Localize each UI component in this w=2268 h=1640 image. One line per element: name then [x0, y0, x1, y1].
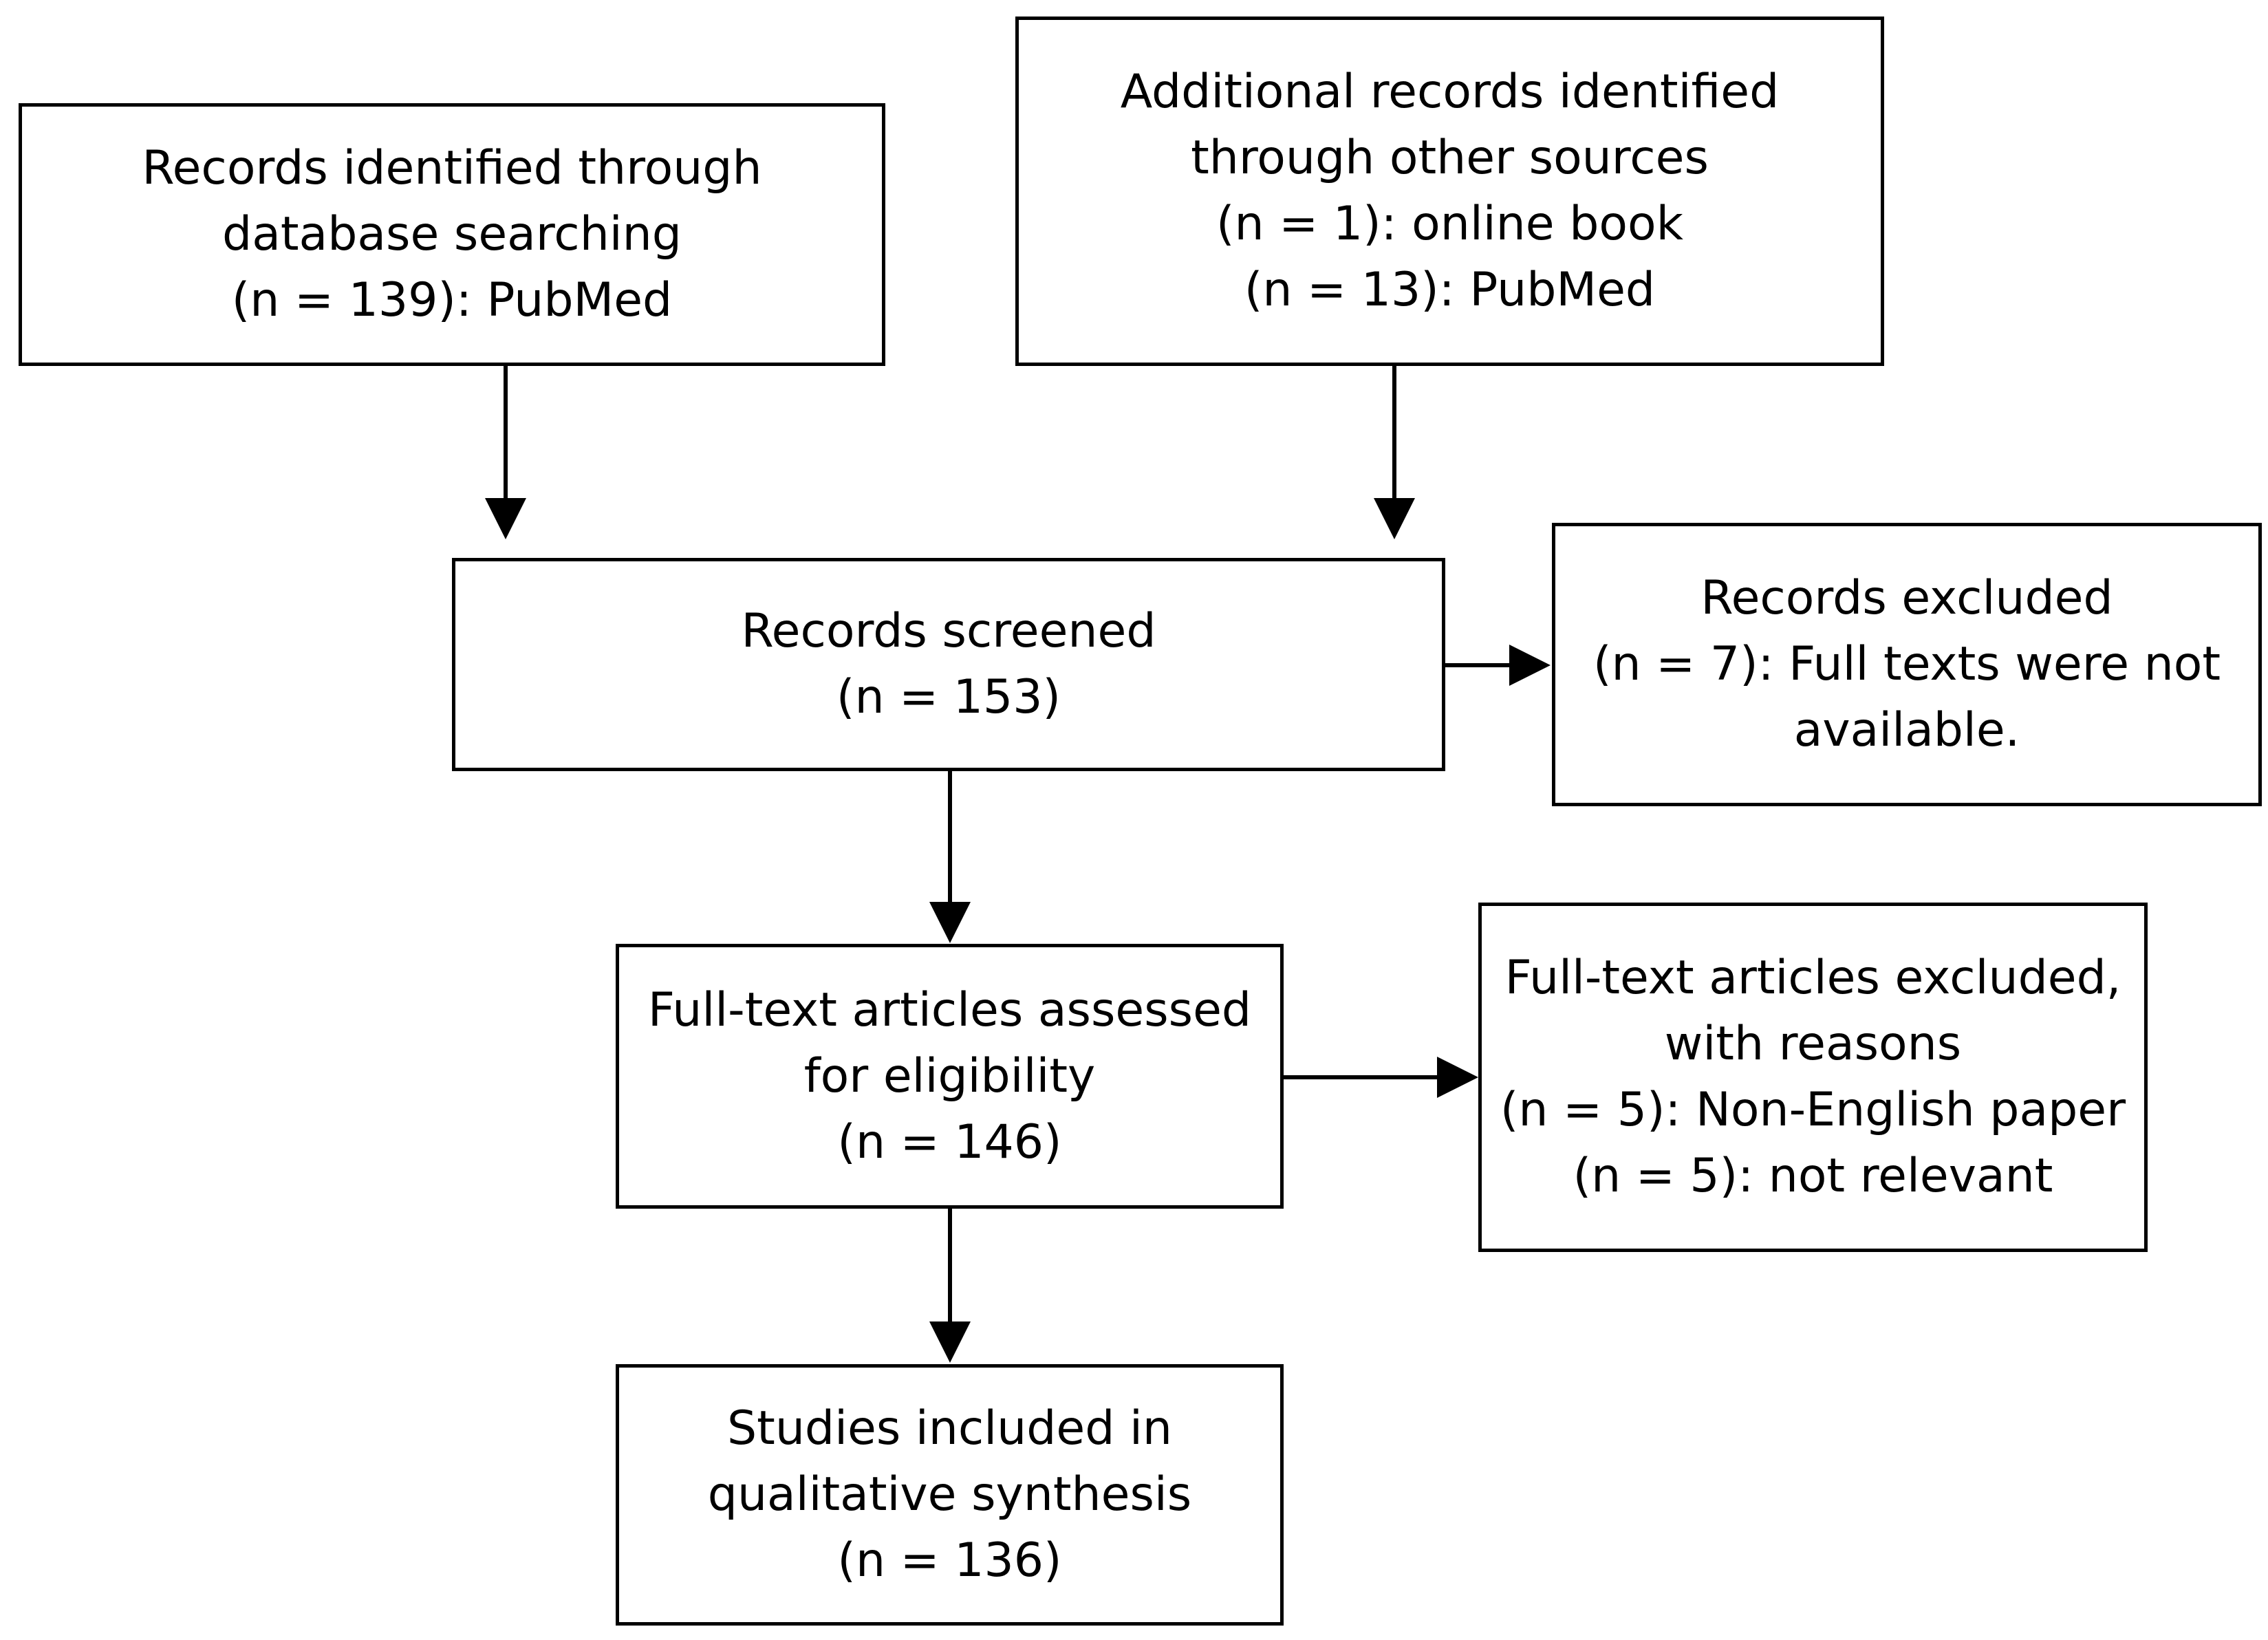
box-text-line: (n = 139): PubMed [231, 273, 673, 327]
box-text-line: Full-text articles assessed [647, 982, 1252, 1037]
box-text-line: Full-text articles excluded, [1504, 951, 2121, 1005]
box-text-line: database searching [222, 207, 682, 261]
box-text-line: (n = 1): online book [1216, 197, 1683, 251]
box-additional-records: Additional records identified through ot… [1015, 17, 1884, 366]
box-records-screened: Records screened (n = 153) [452, 558, 1445, 771]
box-text-line: (n = 5): not relevant [1573, 1149, 2053, 1203]
box-text-line: Records screened [741, 604, 1156, 658]
box-text-line: qualitative synthesis [707, 1467, 1192, 1522]
box-text-line: (n = 153) [836, 670, 1061, 724]
box-text-line: (n = 136) [837, 1533, 1062, 1588]
box-records-excluded: Records excluded (n = 7): Full texts wer… [1552, 523, 2262, 806]
box-fulltext-excluded: Full-text articles excluded, with reason… [1478, 903, 2148, 1252]
box-text-line: through other sources [1191, 131, 1709, 185]
box-text-line: (n = 5): Non-English paper [1500, 1083, 2126, 1137]
box-studies-included: Studies included in qualitative synthesi… [616, 1364, 1284, 1626]
box-fulltext-assessed: Full-text articles assessed for eligibil… [616, 944, 1284, 1209]
box-text-line: Additional records identified [1120, 65, 1780, 119]
box-text-line: Studies included in [727, 1401, 1172, 1456]
box-text-line: (n = 13): PubMed [1244, 263, 1656, 317]
box-text-line: (n = 7): Full texts were not [1592, 637, 2221, 691]
box-text-line: Records identified through [142, 141, 762, 195]
box-text-line: (n = 146) [837, 1114, 1062, 1169]
box-text-line: for eligibility [803, 1048, 1096, 1103]
box-text-line: Records excluded [1700, 571, 2113, 625]
box-text-line: with reasons [1664, 1017, 1962, 1071]
box-text-line: available. [1793, 703, 2020, 757]
box-records-identified: Records identified through database sear… [19, 103, 885, 366]
